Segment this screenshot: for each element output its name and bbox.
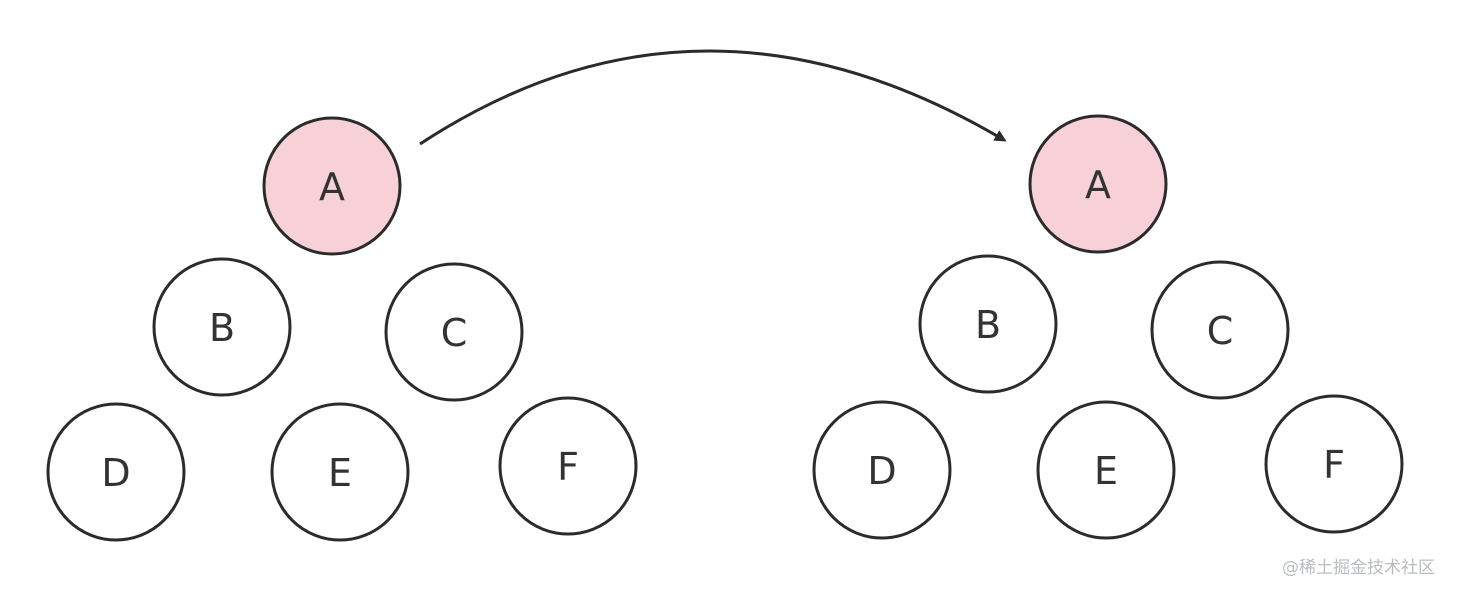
node-label: F [557, 445, 579, 489]
node-label: B [209, 306, 235, 350]
right-node-a: A [1028, 114, 1168, 254]
left-node-e: E [270, 402, 410, 542]
node-circle [46, 402, 186, 542]
move-arrow [419, 49, 1007, 146]
node-label: B [975, 303, 1001, 347]
node-label: C [441, 311, 468, 355]
left-node-b: B [152, 257, 292, 397]
right-node-d: D [812, 400, 952, 540]
left-tree: A B C D E F [46, 116, 638, 542]
node-label: F [1323, 443, 1345, 487]
node-circle [152, 257, 292, 397]
node-label: A [1085, 163, 1111, 207]
left-node-a: A [262, 116, 402, 256]
node-circle [1150, 260, 1290, 400]
node-label: C [1207, 309, 1234, 353]
right-node-e: E [1036, 400, 1176, 540]
watermark: @稀土掘金技术社区 [1282, 558, 1435, 578]
node-label: E [1094, 449, 1118, 493]
node-label: E [328, 451, 352, 495]
right-node-f: F [1264, 394, 1404, 534]
left-node-f: F [498, 396, 638, 536]
node-circle [1028, 114, 1168, 254]
node-label: D [101, 451, 130, 495]
node-circle [498, 396, 638, 536]
left-node-d: D [46, 402, 186, 542]
left-node-c: C [384, 262, 524, 402]
right-node-c: C [1150, 260, 1290, 400]
node-label: A [319, 165, 345, 209]
right-node-b: B [918, 254, 1058, 394]
right-tree: A B C D E F [812, 114, 1404, 540]
node-circle [1264, 394, 1404, 534]
node-circle [812, 400, 952, 540]
node-circle [918, 254, 1058, 394]
node-label: D [867, 449, 896, 493]
node-circle [262, 116, 402, 256]
node-circle [1036, 400, 1176, 540]
node-circle [270, 402, 410, 542]
node-circle [384, 262, 524, 402]
